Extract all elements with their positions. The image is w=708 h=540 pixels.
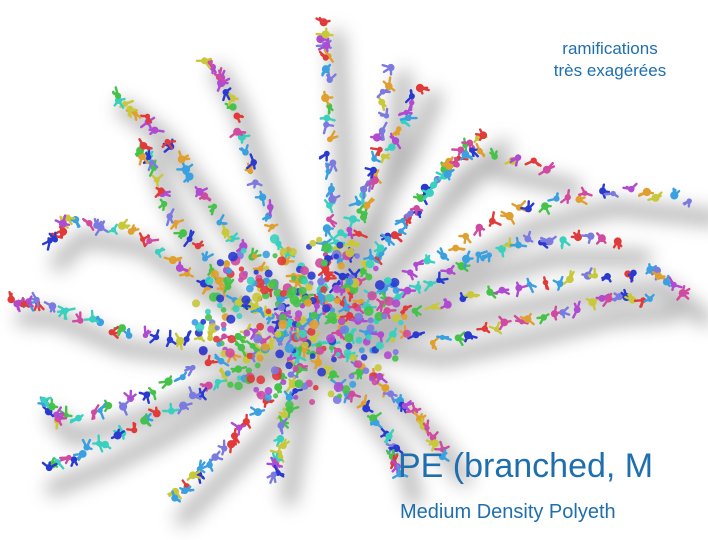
annotation-line-2: très exagérées — [553, 61, 667, 80]
slide-subtitle: Medium Density Polyeth — [400, 501, 616, 523]
annotation-line-1: ramifications — [562, 39, 658, 58]
annotation-text: ramifications très exagérées — [520, 38, 700, 82]
slide-title: PE (branched, M — [398, 447, 654, 485]
